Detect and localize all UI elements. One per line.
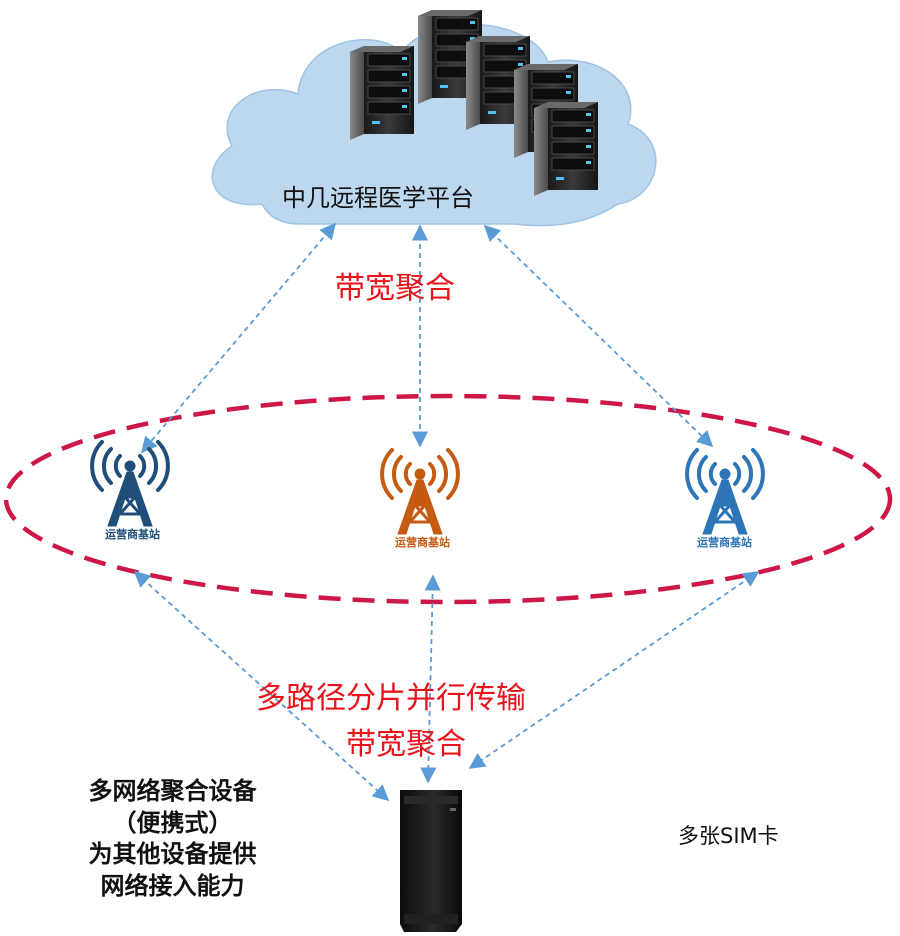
bandwidth-aggregation-label-bottom: 带宽聚合	[346, 727, 466, 762]
base-station-group-ellipse	[3, 393, 893, 605]
cell-tower-icon	[380, 448, 460, 536]
cell-tower-icon	[90, 440, 170, 528]
cell-tower-icon	[685, 448, 765, 536]
base-station-label: 运营商基站	[697, 536, 752, 549]
bandwidth-aggregation-label-top: 带宽聚合	[335, 271, 455, 306]
aggregation-device-icon	[400, 790, 462, 932]
station-to-device-links	[133, 570, 760, 802]
device-description-line: 网络接入能力	[100, 872, 245, 901]
cloud-to-station-links	[140, 222, 714, 454]
cloud-title: 中几远程医学平台	[282, 184, 474, 212]
device-description: 多网络聚合设备 （便携式） 为其他设备提供 网络接入能力	[40, 776, 305, 903]
sim-card-label: 多张SIM卡	[678, 824, 779, 848]
device-description-line: 多网络聚合设备	[88, 777, 257, 805]
device-description-line: 为其他设备提供	[88, 840, 257, 869]
base-station-label: 运营商基站	[395, 536, 450, 549]
multipath-transmission-label: 多路径分片并行传输	[256, 681, 526, 716]
device-description-line: （便携式）	[112, 808, 233, 837]
base-station-label: 运营商基站	[105, 528, 160, 541]
